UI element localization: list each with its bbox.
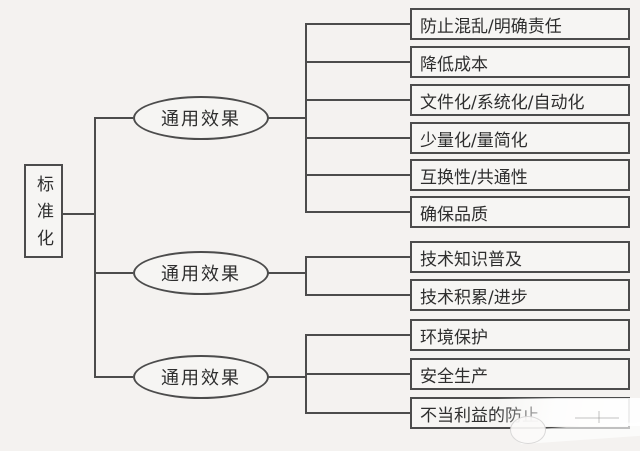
leaf-safe-production: 安全生产 <box>410 358 630 390</box>
connector-root-stub <box>61 213 95 215</box>
connector-leaf-stub <box>305 61 410 63</box>
leaf-interchangeability: 互换性/共通性 <box>410 159 630 191</box>
connector-branch-group-1 <box>94 117 133 119</box>
leaf-technology-progress: 技术积累/进步 <box>410 279 630 311</box>
connector-leaf-stub <box>305 23 410 25</box>
connector-group-1-out <box>267 117 307 119</box>
connector-right-trunk-1 <box>305 23 307 213</box>
connector-leaf-stub <box>305 99 410 101</box>
connector-group-3-out <box>267 376 307 378</box>
connector-leaf-stub <box>305 211 410 213</box>
node-group-3: 通用效果 <box>133 355 269 399</box>
connector-leaf-stub <box>305 256 410 258</box>
connector-branch-group-3 <box>94 376 133 378</box>
leaf-prevent-confusion: 防止混乱/明确责任 <box>410 8 630 40</box>
connector-leaf-stub <box>305 294 410 296</box>
node-group-1: 通用效果 <box>133 96 269 140</box>
node-root: 标准化 <box>24 164 63 258</box>
connector-leaf-stub <box>305 412 410 414</box>
leaf-quality-assurance: 确保品质 <box>410 196 630 228</box>
leaf-environment-protection: 环境保护 <box>410 319 630 351</box>
connector-leaf-stub <box>305 334 410 336</box>
watermark-remnant-tick <box>598 411 600 423</box>
leaf-documentation: 文件化/系统化/自动化 <box>410 84 630 116</box>
connector-group-2-out <box>267 272 307 274</box>
leaf-reduce-cost: 降低成本 <box>410 46 630 78</box>
watermark-circle <box>510 416 546 444</box>
connector-left-trunk <box>94 117 96 378</box>
connector-branch-group-2 <box>94 272 133 274</box>
leaf-knowledge-popularization: 技术知识普及 <box>410 241 630 273</box>
group-3-label: 通用效果 <box>161 368 241 389</box>
group-1-label: 通用效果 <box>161 109 241 130</box>
watermark-remnant-line <box>575 417 619 419</box>
connector-leaf-stub <box>305 174 410 176</box>
connector-right-trunk-2 <box>305 256 307 296</box>
connector-leaf-stub <box>305 373 410 375</box>
group-2-label: 通用效果 <box>161 264 241 285</box>
leaf-simplification: 少量化/量简化 <box>410 122 630 154</box>
node-group-2: 通用效果 <box>133 251 269 295</box>
connector-leaf-stub <box>305 137 410 139</box>
